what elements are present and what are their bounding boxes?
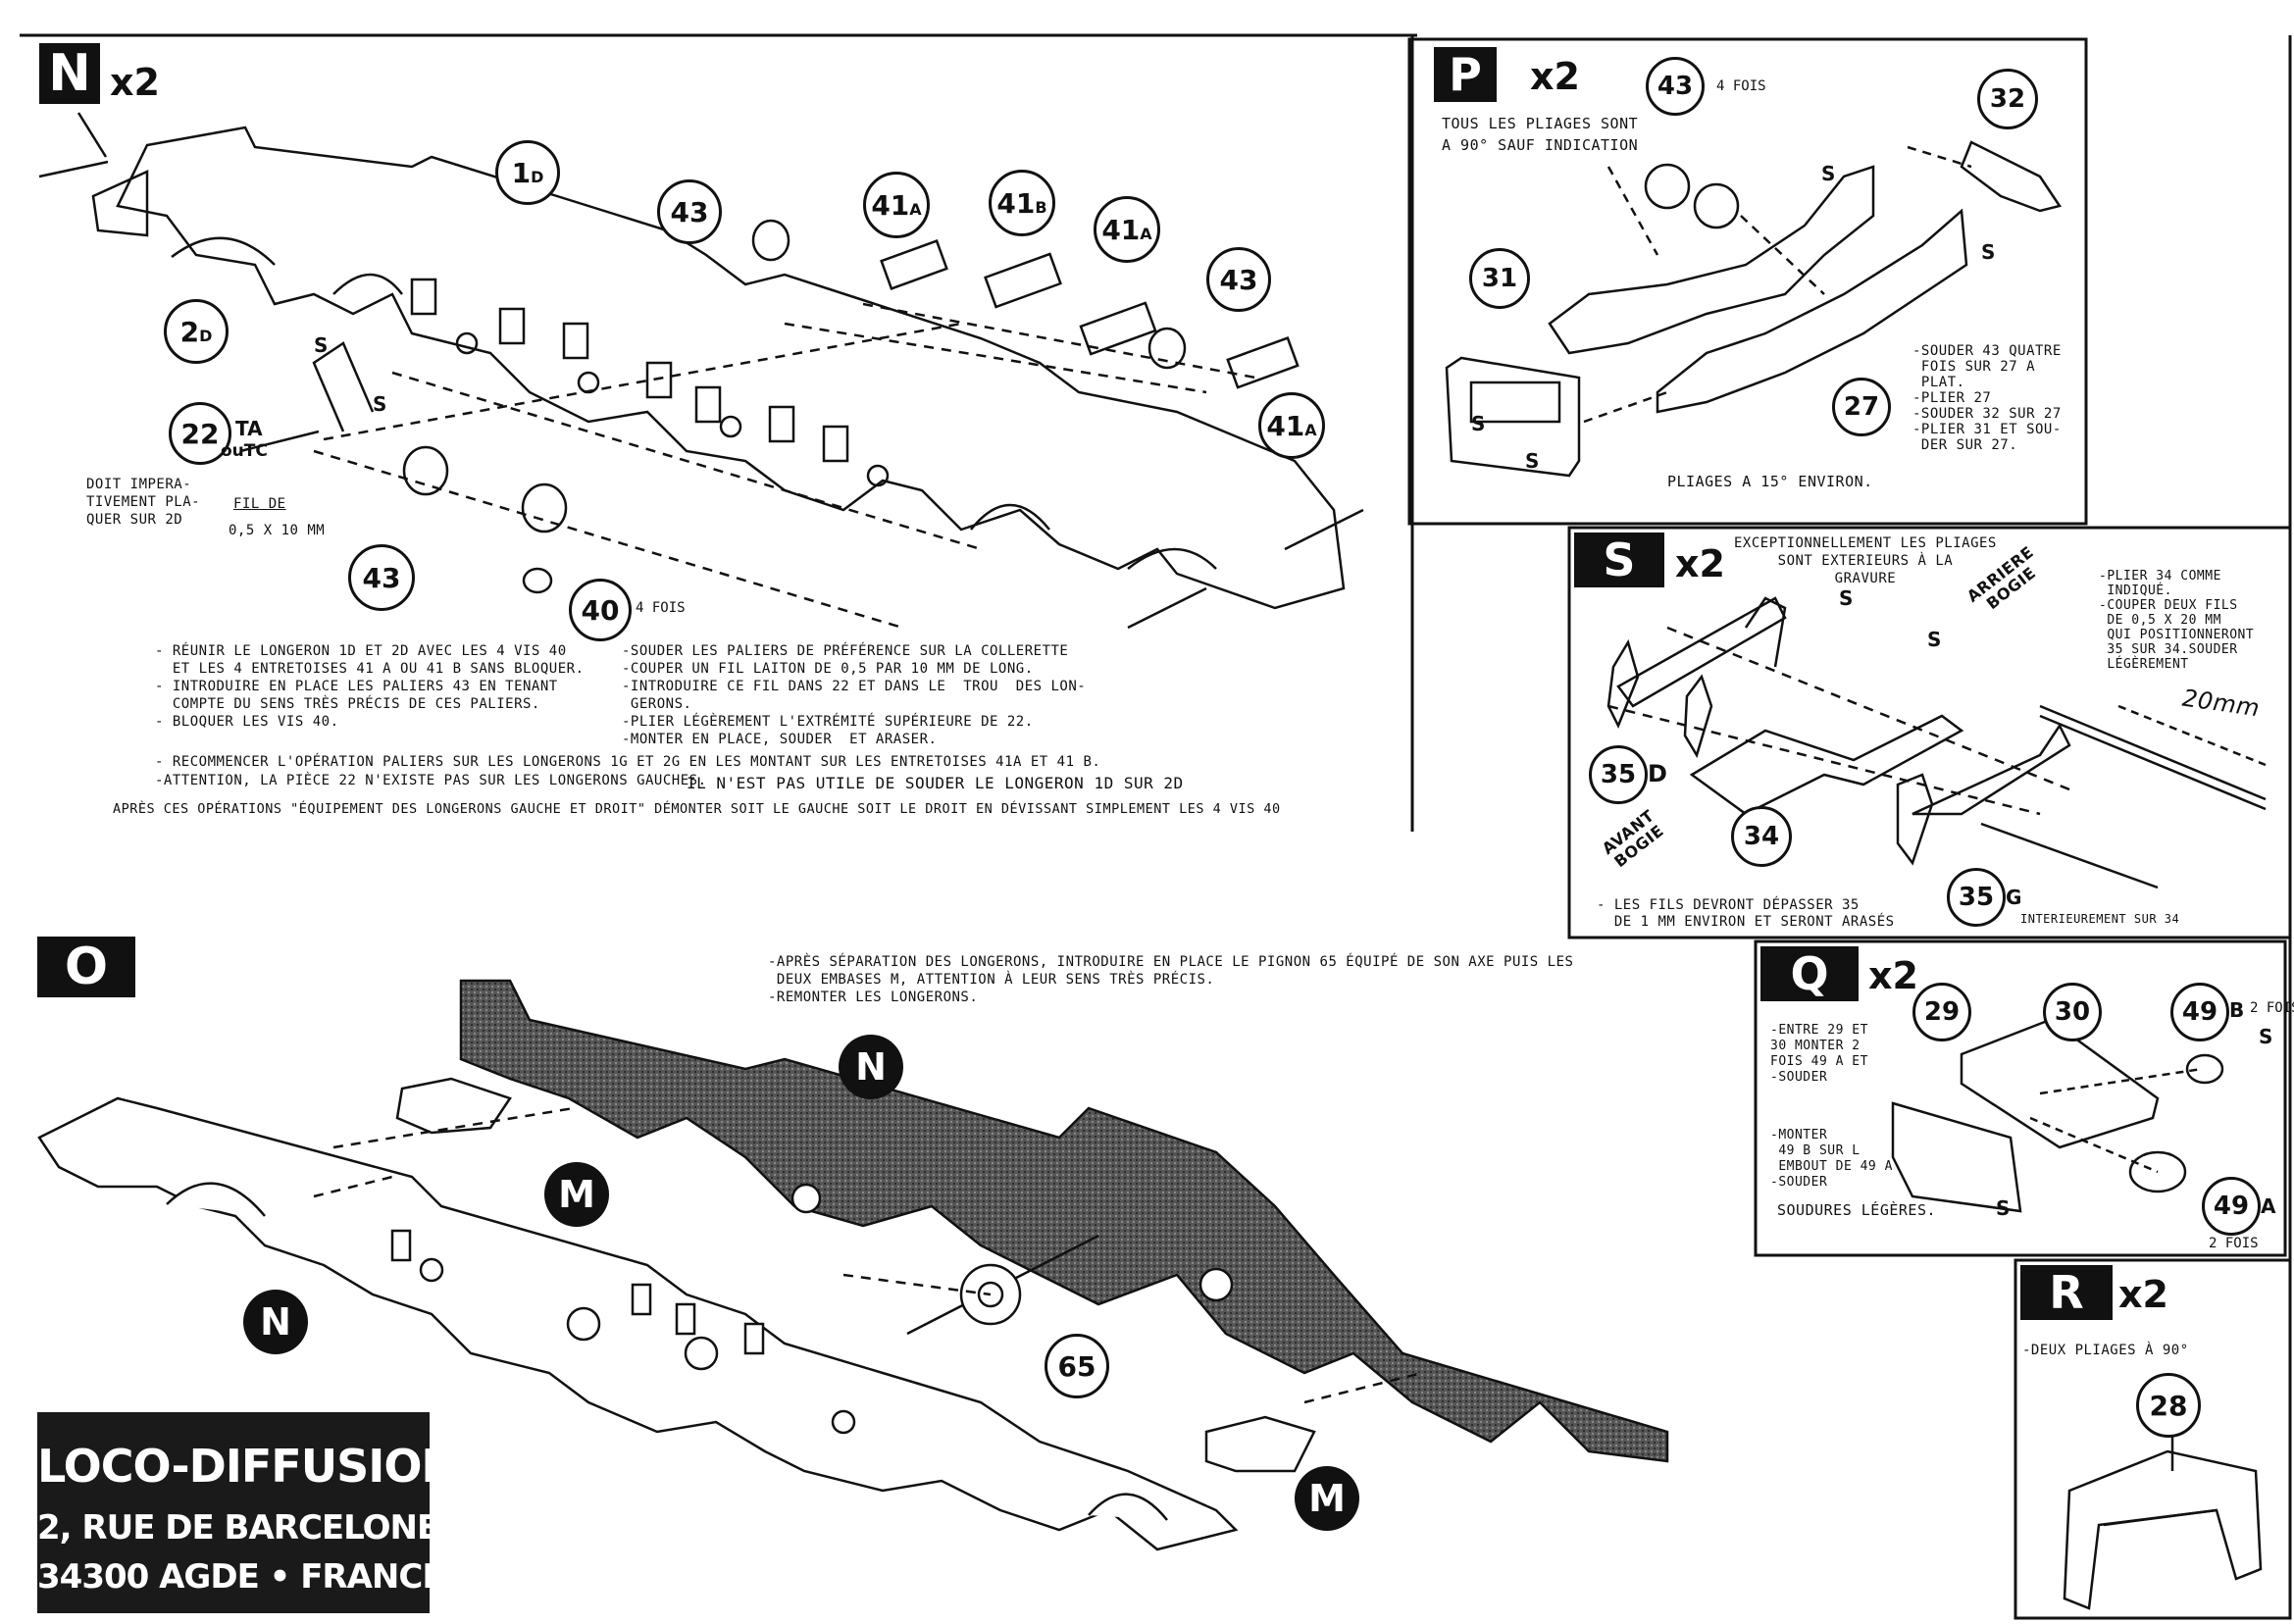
note-n-wire-dim: 0,5 X 10 MM xyxy=(229,523,326,538)
part-35d-suffix: D xyxy=(1648,760,1667,787)
note-q-steps-1: -ENTRE 29 ET 30 MONTER 2 FOIS 49 A ET -S… xyxy=(1770,1023,1868,1085)
solder-mark: S xyxy=(373,392,387,416)
section-o-header: O xyxy=(37,937,135,997)
part-43b-label: 43 xyxy=(1206,247,1271,312)
part-32-label: 32 xyxy=(1977,69,2038,129)
part-43c-label: 43 xyxy=(348,544,415,611)
part-31-label: 31 xyxy=(1469,248,1530,309)
part-22-label: 22 xyxy=(169,402,231,465)
solder-mark: S xyxy=(1927,628,1942,651)
frame-P-drawing xyxy=(1445,140,2063,478)
part-65-label: 65 xyxy=(1045,1334,1109,1398)
note-o: -APRÈS SÉPARATION DES LONGERONS, INTRODU… xyxy=(768,954,1574,1005)
frame-N-drawing xyxy=(38,112,1364,630)
solder-mark: S xyxy=(2259,1025,2273,1048)
part-49a-qty: 2 FOIS xyxy=(2209,1236,2259,1251)
section-n-header: N xyxy=(39,43,100,104)
part-40-qty: 4 FOIS xyxy=(636,600,686,616)
solder-mark: S xyxy=(1996,1196,2011,1220)
solder-mark: S xyxy=(314,333,329,357)
part-27-label: 27 xyxy=(1832,378,1891,436)
section-q-multiplier: x2 xyxy=(1868,954,1918,997)
solder-mark: S xyxy=(1981,240,1996,264)
part-35g-suffix: G xyxy=(2006,886,2022,909)
note-p-fold: PLIAGES A 15° ENVIRON. xyxy=(1667,473,1873,490)
part-43-p-label: 43 xyxy=(1646,57,1705,116)
section-r-multiplier: x2 xyxy=(2118,1273,2168,1316)
section-r-header: R xyxy=(2020,1265,2113,1320)
note-p-steps: -SOUDER 43 QUATRE FOIS SUR 27 A PLAT. -P… xyxy=(1912,343,2062,453)
note-s-bottom-right: INTERIEUREMENT SUR 34 xyxy=(2020,912,2180,926)
part-22-outc: ouTC xyxy=(221,441,268,461)
part-34-label: 34 xyxy=(1731,806,1792,867)
note-n-right: -SOUDER LES PALIERS DE PRÉFÉRENCE SUR LA… xyxy=(622,643,1087,747)
part-49b-label: 49 xyxy=(2170,983,2229,1041)
note-n-bottom-3: APRÈS CES OPÉRATIONS "ÉQUIPEMENT DES LON… xyxy=(113,801,1281,817)
part-49b-qty: 2 FOIS xyxy=(2250,1000,2294,1016)
section-p-header: P xyxy=(1434,47,1497,102)
part-35g-label: 35 xyxy=(1947,868,2006,927)
subassembly-n-marker: N xyxy=(839,1035,903,1099)
note-s-top: EXCEPTIONNELLEMENT LES PLIAGES SONT EXTE… xyxy=(1734,535,1997,586)
note-q-light: SOUDURES LÉGÈRES. xyxy=(1777,1201,1937,1219)
frame-Q-drawing xyxy=(1891,1018,2224,1213)
frame-R-drawing xyxy=(2063,1427,2263,1610)
brand-city: 34300 AGDE • FRANCE xyxy=(37,1557,445,1597)
solder-mark: S xyxy=(1821,162,1836,185)
solder-mark: S xyxy=(1839,586,1854,610)
section-s-header: S xyxy=(1574,533,1664,587)
note-n-wire-title: FIL DE xyxy=(233,496,286,512)
note-n-left: - RÉUNIR LE LONGERON 1D ET 2D AVEC LES 4… xyxy=(155,643,585,730)
part-28-label: 28 xyxy=(2136,1373,2201,1438)
note-s-bottom: - LES FILS DEVRONT DÉPASSER 35 DE 1 MM E… xyxy=(1597,897,1895,930)
subassembly-m-marker-2: M xyxy=(1295,1466,1359,1531)
section-n-multiplier: x2 xyxy=(110,61,160,104)
note-n-bottom-2a: -ATTENTION, LA PIÈCE 22 N'EXISTE PAS SUR… xyxy=(155,773,707,788)
frame-O-drawing xyxy=(37,979,1669,1551)
part-43a-label: 43 xyxy=(657,179,722,244)
solder-mark: S xyxy=(1525,449,1540,473)
subassembly-n-marker-2: N xyxy=(243,1290,308,1354)
note-q-steps-2: -MONTER 49 B SUR L EMBOUT DE 49 A -SOUDE… xyxy=(1770,1128,1893,1190)
section-p-multiplier: x2 xyxy=(1530,55,1580,98)
note-n-side: DOIT IMPERA- TIVEMENT PLA- QUER SUR 2D xyxy=(86,477,201,528)
subassembly-m-marker: M xyxy=(544,1162,609,1227)
brand-name: LOCO-DIFFUSION xyxy=(37,1440,459,1493)
solder-mark: S xyxy=(1471,412,1486,435)
part-30-label: 30 xyxy=(2043,983,2102,1041)
part-35d-label: 35 xyxy=(1589,745,1648,804)
section-s-multiplier: x2 xyxy=(1675,542,1725,585)
part-49a-label: 49 xyxy=(2202,1177,2261,1236)
part-40-label: 40 xyxy=(569,579,632,641)
note-s-right: -PLIER 34 COMME INDIQUÉ. -COUPER DEUX FI… xyxy=(2099,569,2255,672)
note-r: -DEUX PLIAGES À 90° xyxy=(2022,1343,2189,1358)
section-q-header: Q xyxy=(1760,946,1859,1001)
part-29-label: 29 xyxy=(1912,983,1971,1041)
part-49a-suffix: A xyxy=(2261,1194,2276,1218)
part-43-p-qty: 4 FOIS xyxy=(1716,78,1766,94)
note-p-intro: TOUS LES PLIAGES SONT A 90° SAUF INDICAT… xyxy=(1442,115,1639,154)
note-n-bottom-2b: IL N'EST PAS UTILE DE SOUDER LE LONGERON… xyxy=(687,774,1184,792)
frame-lines xyxy=(20,33,2292,1620)
note-n-bottom-1: - RECOMMENCER L'OPÉRATION PALIERS SUR LE… xyxy=(155,754,1101,770)
part-22-ta: TA xyxy=(235,417,263,440)
note-s-dim: 20mm xyxy=(2180,684,2262,723)
frame-S-drawing xyxy=(1606,596,2267,889)
brand-street: 2, RUE DE BARCELONE xyxy=(37,1508,439,1548)
brand-block: LOCO-DIFFUSION 2, RUE DE BARCELONE 34300… xyxy=(37,1412,459,1613)
part-49b-suffix: B xyxy=(2229,998,2245,1022)
